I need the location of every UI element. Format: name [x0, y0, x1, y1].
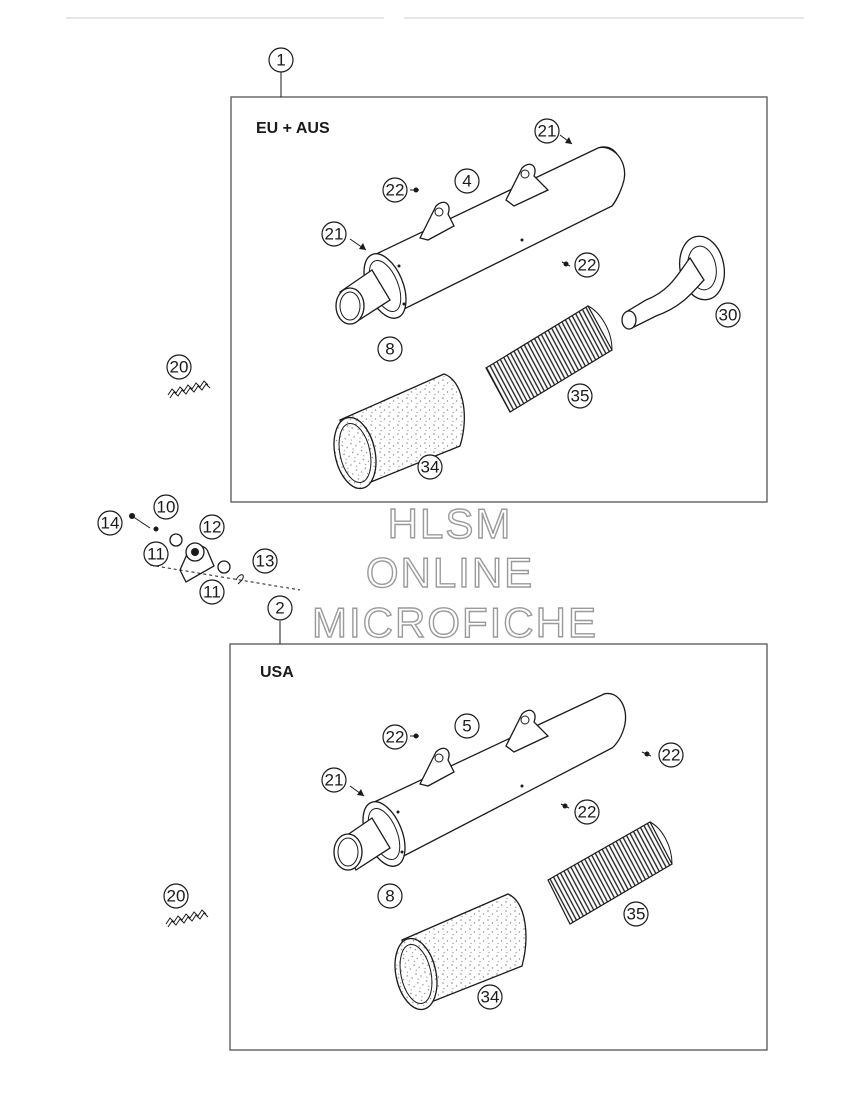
usa-label: USA	[260, 664, 294, 681]
svg-text:30: 30	[719, 306, 738, 325]
svg-text:20: 20	[167, 887, 186, 906]
callout-22-top-a: 22	[382, 177, 408, 203]
svg-text:11: 11	[147, 545, 165, 564]
svg-text:8: 8	[385, 340, 394, 359]
bolt-22-top-b	[561, 261, 571, 267]
hanger-bracket-assembly	[129, 513, 301, 591]
callout-1: 1	[268, 47, 294, 73]
svg-text:21: 21	[325, 771, 344, 790]
packing-wool-35-bottom	[547, 821, 673, 925]
svg-text:8: 8	[385, 887, 394, 906]
svg-text:35: 35	[571, 387, 590, 406]
svg-text:34: 34	[421, 458, 440, 477]
watermark-line-3: MICROFICHE	[312, 599, 598, 646]
callout-35-top: 35	[567, 383, 593, 409]
clip-13	[235, 574, 244, 585]
callout-8-bottom: 8	[377, 883, 403, 909]
callout-21-top-a: 21	[321, 221, 347, 247]
svg-text:22: 22	[578, 803, 597, 822]
eu-aus-frame	[230, 96, 768, 503]
callout-22-bottom-b: 22	[658, 742, 684, 768]
bolt-22-bottom-b	[641, 751, 652, 757]
svg-text:14: 14	[101, 514, 120, 533]
svg-text:22: 22	[386, 181, 405, 200]
svg-text:22: 22	[386, 728, 405, 747]
callout-34-bottom: 34	[477, 984, 503, 1010]
callout-12: 12	[199, 514, 225, 540]
usa-group: USA	[229, 621, 768, 1051]
eu-aus-label: EU + AUS	[256, 120, 330, 137]
bolt-22-top-a	[410, 187, 419, 193]
callout-20-bottom: 20	[163, 883, 189, 909]
svg-text:5: 5	[462, 717, 471, 736]
bolt-22-bottom-a	[410, 733, 419, 739]
watermark: HLSM ONLINE MICROFICHE	[311, 499, 598, 646]
callout-11-a: 11	[143, 541, 169, 567]
foam-sleeve-34-top	[333, 373, 466, 490]
callout-13: 13	[252, 548, 278, 574]
svg-text:22: 22	[578, 256, 597, 275]
svg-text:21: 21	[325, 225, 344, 244]
callout-20-top: 20	[166, 354, 192, 380]
callout-30: 30	[715, 302, 741, 328]
callout-4: 4	[454, 168, 480, 194]
muffler-usa	[333, 692, 627, 871]
callout-11-b: 11	[199, 579, 225, 605]
callout-10: 10	[153, 494, 179, 520]
callout-22-top-b: 22	[574, 252, 600, 278]
foam-sleeve-34-bottom	[394, 893, 527, 1011]
svg-text:20: 20	[170, 358, 189, 377]
watermark-line-2: ONLINE	[366, 549, 534, 596]
svg-text:12: 12	[203, 518, 222, 537]
screw-14	[131, 515, 151, 529]
spring-20-top	[167, 380, 211, 399]
callout-14: 14	[97, 510, 123, 536]
svg-text:11: 11	[203, 583, 221, 602]
bent-pipe-30	[621, 235, 726, 330]
eu-aus-group: EU + AUS	[230, 72, 768, 503]
washer-11-a	[169, 533, 183, 547]
callout-22-bottom-a: 22	[382, 724, 408, 750]
svg-text:2: 2	[275, 599, 284, 618]
callout-5: 5	[454, 713, 480, 739]
svg-text:1: 1	[276, 51, 285, 70]
svg-text:10: 10	[157, 498, 176, 517]
nut-10	[153, 526, 159, 532]
callout-22-bottom-c: 22	[574, 799, 600, 825]
svg-text:21: 21	[538, 122, 557, 141]
washer-11-b	[217, 560, 231, 574]
muffler-eu-aus	[335, 146, 626, 325]
svg-text:35: 35	[627, 905, 646, 924]
callout-35-bottom: 35	[623, 901, 649, 927]
callout-2: 2	[267, 595, 293, 621]
svg-text:13: 13	[256, 552, 275, 571]
callout-21-top-b: 21	[534, 118, 560, 144]
usa-frame	[229, 643, 768, 1051]
svg-text:34: 34	[481, 988, 500, 1007]
callout-21-bottom: 21	[321, 767, 347, 793]
watermark-line-1: HLSM	[388, 500, 513, 547]
svg-text:4: 4	[462, 172, 471, 191]
svg-text:22: 22	[662, 746, 681, 765]
callout-34-top: 34	[417, 454, 443, 480]
spring-20-bottom	[165, 909, 209, 928]
callout-8-top: 8	[377, 336, 403, 362]
packing-wool-35-top	[485, 305, 613, 413]
bolt-22-bottom-c	[560, 803, 570, 809]
